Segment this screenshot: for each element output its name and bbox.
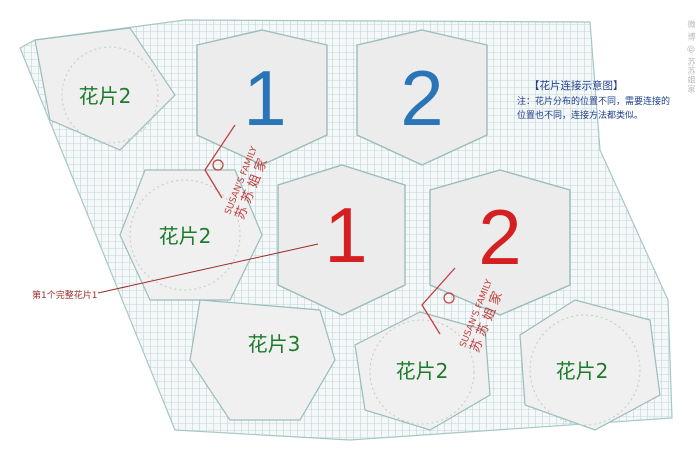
motif-label-2a: 花片2 xyxy=(79,84,132,108)
motif-2c xyxy=(354,311,491,431)
motif-3 xyxy=(189,299,336,421)
motif-label-1-mid: 1 xyxy=(324,191,367,279)
motif-2b xyxy=(119,169,263,301)
watermark-pointer-bottom xyxy=(421,267,456,335)
legend-note: 注：花片分布的位置不同，需要连接的位置也不同，连接方法都类似。 xyxy=(517,97,671,121)
legend-title: 【花片连接示意图】 xyxy=(529,80,624,92)
motif-label-1-top: 1 xyxy=(243,54,286,142)
motif-2d xyxy=(519,299,661,431)
side-watermark-text: 微 博 @ 苏苏姐家 xyxy=(687,20,696,94)
pointer-line-first-motif xyxy=(97,243,319,294)
motif-label-2b: 花片2 xyxy=(159,224,212,248)
motif-label-2-top: 2 xyxy=(400,54,443,142)
motif-label-3: 花片3 xyxy=(248,332,301,356)
motif-2a xyxy=(34,27,176,151)
watermark-logo-top xyxy=(212,159,224,171)
watermark-pointer-top xyxy=(204,124,236,199)
watermark-logo-bottom xyxy=(443,292,455,304)
motif-label-2-mid: 2 xyxy=(478,193,521,281)
motif-1-mid xyxy=(277,164,406,316)
first-motif-annotation: 第1个完整花片1 xyxy=(32,291,98,301)
motif-label-2c: 花片2 xyxy=(396,359,449,383)
motif-2-mid xyxy=(429,169,571,316)
motif-1-top xyxy=(196,29,328,166)
motif-2-top xyxy=(356,29,488,166)
motif-label-2d: 花片2 xyxy=(556,359,609,383)
